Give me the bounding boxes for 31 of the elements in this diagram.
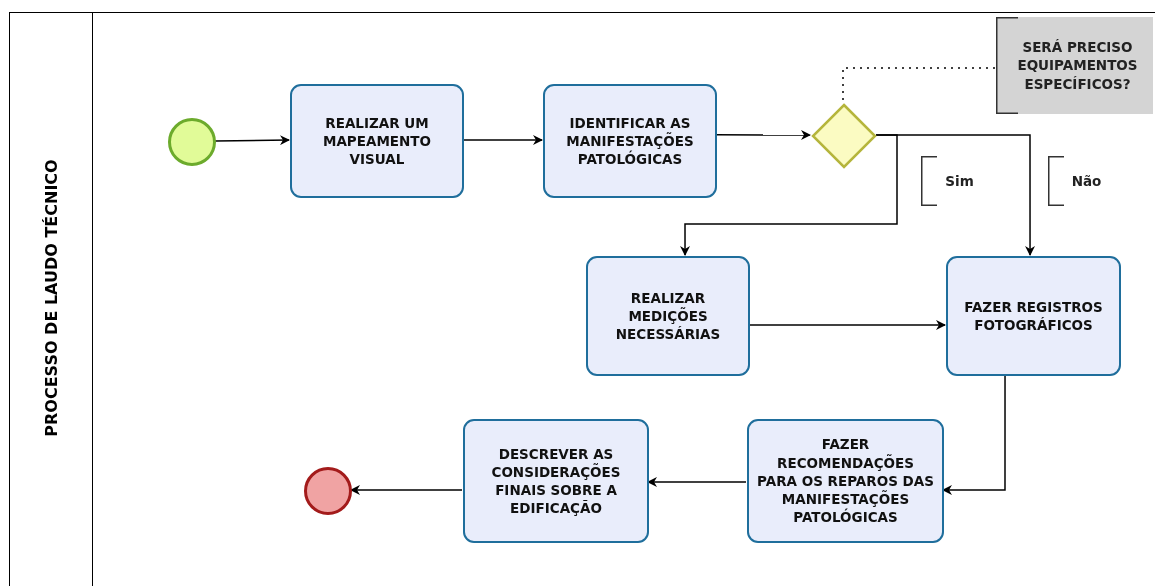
gateway-diamond <box>811 103 877 169</box>
task-label: FAZER RECOMENDAÇÕES PARA OS REPAROS DAS MANIFESTAÇÕES PATOLÓGICAS <box>756 435 935 527</box>
task-label: REALIZAR UM MAPEAMENTO VISUAL <box>321 113 433 169</box>
task-label: FAZER REGISTROS FOTOGRÁFICOS <box>963 297 1104 335</box>
annotation-text: Não <box>1071 171 1102 191</box>
arrow <box>214 135 290 146</box>
text-annotation <box>996 17 1153 114</box>
task-label: IDENTIFICAR AS MANIFESTAÇÕES PATOLÓGICAS <box>565 113 695 169</box>
annotation-text: SERÁ PRECISO EQUIPAMENTOS ESPECÍFICOS? <box>1016 38 1139 93</box>
task-box <box>586 256 750 376</box>
association-line <box>842 67 996 103</box>
end-event-circle <box>304 467 352 515</box>
arrow <box>462 135 543 145</box>
task-box <box>543 84 717 198</box>
pool <box>9 12 1155 586</box>
task-box <box>463 419 649 543</box>
arrow <box>350 485 463 495</box>
task-box <box>946 256 1121 376</box>
task-label: REALIZAR MEDIÇÕES NECESSÁRIAS <box>614 288 722 344</box>
task-box <box>290 84 464 198</box>
arrow <box>748 319 946 330</box>
arrow <box>875 134 1036 256</box>
arrow <box>715 130 811 140</box>
task-box <box>747 419 944 543</box>
arrow <box>942 374 1006 496</box>
annotation-text: Sim <box>945 171 974 191</box>
arrow <box>680 134 898 256</box>
start-event-circle <box>168 118 216 166</box>
pool-label: PROCESSO DE LAUDO TÉCNICO <box>41 159 61 437</box>
task-label: DESCREVER AS CONSIDERAÇÕES FINAIS SOBRE A EDIFICAÇÃO <box>490 444 622 518</box>
arrow <box>647 477 747 487</box>
